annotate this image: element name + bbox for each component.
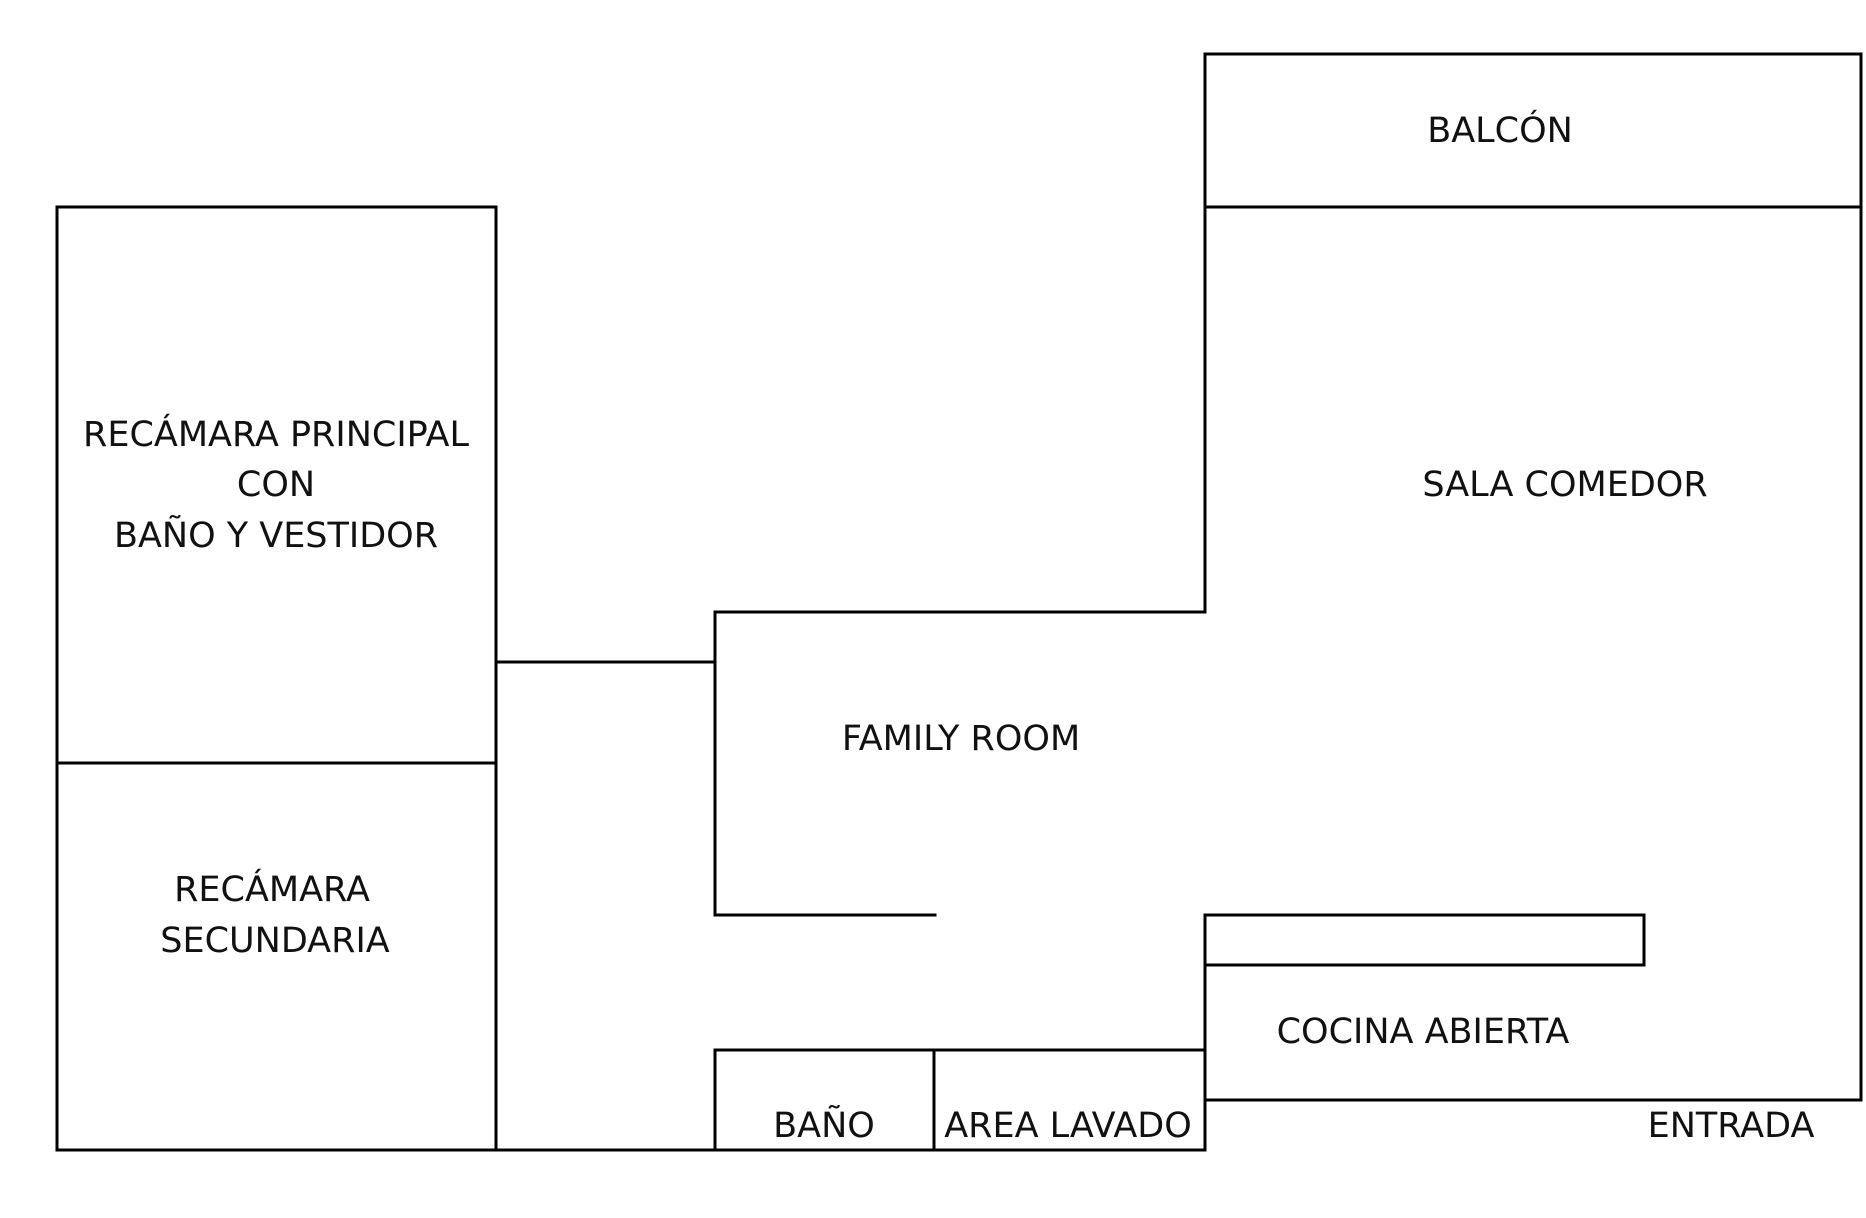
label-recamara-principal-line-1: RECÁMARA PRINCIPAL bbox=[83, 413, 469, 455]
label-family-room: FAMILY ROOM bbox=[842, 719, 1080, 759]
wall-kitchen-counter bbox=[1203, 913, 1646, 967]
label-cocina-abierta: COCINA ABIERTA bbox=[1277, 1012, 1570, 1052]
label-balcon: BALCÓN bbox=[1427, 109, 1573, 151]
label-area-lavado: AREA LAVADO bbox=[944, 1106, 1192, 1146]
label-entrada: ENTRADA bbox=[1648, 1106, 1815, 1146]
label-recamara-secundaria-line-2: SECUNDARIA bbox=[160, 921, 389, 961]
label-recamara-secundaria-line-1: RECÁMARA bbox=[174, 868, 370, 910]
wall-area-lavado bbox=[932, 1048, 1207, 1152]
label-bano: BAÑO bbox=[773, 1104, 875, 1146]
walls bbox=[55, 52, 1863, 1152]
label-recamara-principal-line-3: BAÑO Y VESTIDOR bbox=[114, 514, 438, 556]
label-recamara-principal-line-2: CON bbox=[237, 465, 315, 505]
wall-recamara-secundaria bbox=[55, 761, 498, 1152]
label-sala-comedor: SALA COMEDOR bbox=[1422, 465, 1707, 505]
room-labels: BALCÓN SALA COMEDOR RECÁMARA PRINCIPAL C… bbox=[83, 109, 1814, 1146]
